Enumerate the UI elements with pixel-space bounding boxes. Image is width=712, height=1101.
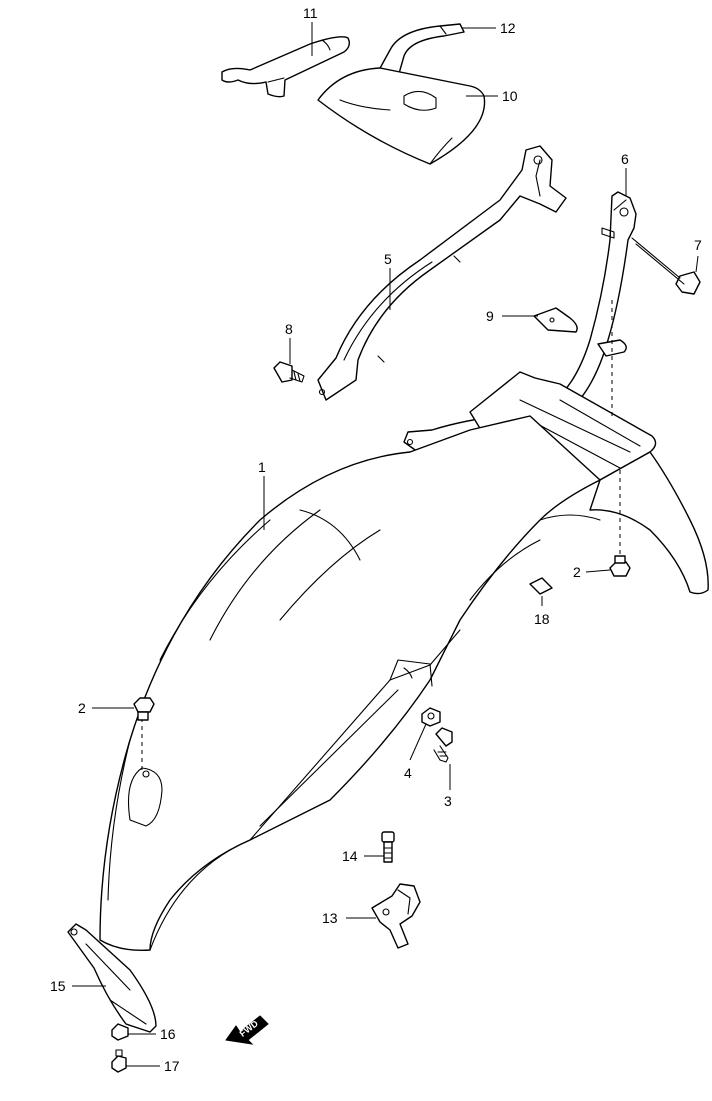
part-2-bolt-left <box>133 697 155 721</box>
callout-3: 3 <box>444 793 452 809</box>
callout-17: 17 <box>164 1058 180 1074</box>
callout-6: 6 <box>621 151 629 167</box>
part-16-washer <box>111 1023 129 1041</box>
part-2-bolt-right <box>609 555 631 577</box>
part-15-bracket <box>67 923 157 1033</box>
callout-1: 1 <box>258 459 266 475</box>
callout-2-right: 2 <box>573 564 581 580</box>
part-13-reflector-bracket <box>371 883 421 949</box>
callout-14: 14 <box>342 848 358 864</box>
part-1-rear-fender <box>99 371 709 951</box>
part-5-grab-rail-left <box>317 145 567 401</box>
callout-11: 11 <box>303 5 318 21</box>
part-3-bolt <box>433 727 453 763</box>
callout-15: 15 <box>50 978 66 994</box>
callout-7: 7 <box>694 237 702 253</box>
part-10-tool-bag <box>317 67 486 165</box>
part-7-bolt <box>631 237 701 295</box>
callout-12: 12 <box>500 20 516 36</box>
callout-16: 16 <box>160 1026 176 1042</box>
callout-18: 18 <box>534 611 550 627</box>
part-18-pad <box>529 577 553 595</box>
callout-9: 9 <box>486 308 494 324</box>
part-17-screw <box>111 1049 127 1073</box>
callout-8: 8 <box>285 321 293 337</box>
callout-5: 5 <box>384 251 392 267</box>
callout-10: 10 <box>502 88 518 104</box>
part-14-bolt <box>381 831 395 863</box>
fwd-arrow-icon: FWD <box>225 1015 269 1045</box>
callout-4: 4 <box>404 765 412 781</box>
part-8-bolt <box>273 361 305 383</box>
callout-13: 13 <box>322 910 338 926</box>
part-11-hook <box>221 36 351 98</box>
callout-2-left: 2 <box>78 700 86 716</box>
part-4-nut <box>421 707 441 727</box>
